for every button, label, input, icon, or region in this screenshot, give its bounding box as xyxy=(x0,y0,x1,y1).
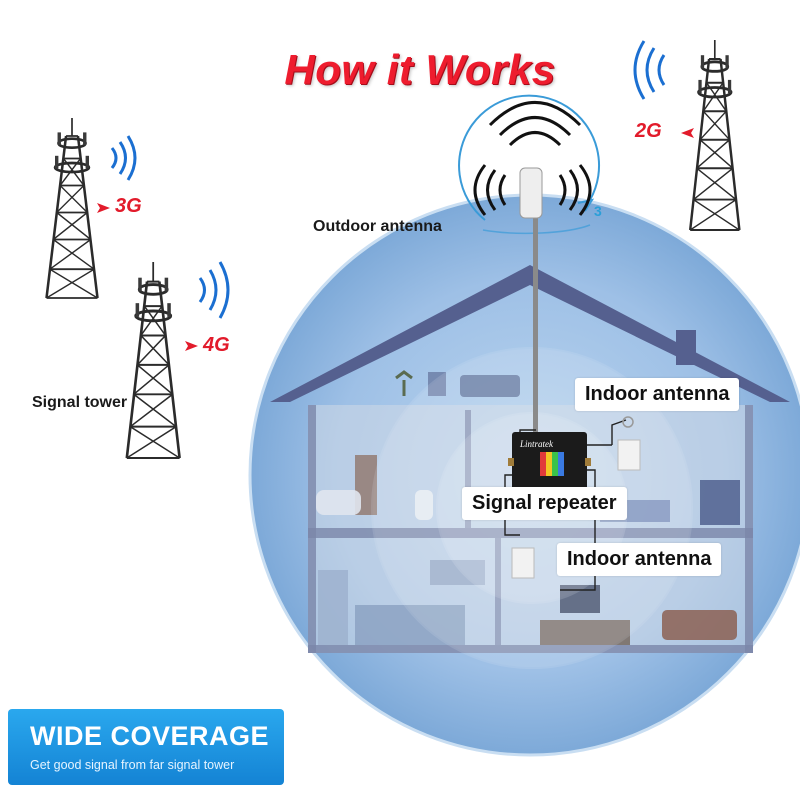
banner-title: WIDE COVERAGE xyxy=(30,721,270,751)
tower-2g-label: 2G xyxy=(635,120,662,142)
antenna-rotation-number: 3 xyxy=(594,203,602,219)
indoor-antenna-top-device xyxy=(617,416,641,471)
tower-2g xyxy=(688,38,741,232)
tower-4g xyxy=(125,260,182,460)
outdoor-antenna-illustration xyxy=(458,94,601,435)
tower-4g-label: 4G xyxy=(203,334,230,356)
page-title: How it Works xyxy=(284,46,556,93)
band-arrows xyxy=(97,128,694,351)
tower-3g-label: 3G xyxy=(115,195,142,217)
signal-repeater-device: Lintratek xyxy=(508,432,591,494)
tower-3g xyxy=(45,116,99,300)
signal-waves xyxy=(110,40,666,319)
repeater-brand: Lintratek xyxy=(519,439,554,449)
wide-coverage-banner: WIDE COVERAGE Get good signal from far s… xyxy=(8,709,284,785)
indoor-antenna-bottom-device xyxy=(511,547,535,579)
signal-repeater-label: Signal repeater xyxy=(462,487,627,520)
outdoor-antenna-label: Outdoor antenna xyxy=(313,218,442,235)
banner-subtitle: Get good signal from far signal tower xyxy=(30,758,235,772)
indoor-antenna-top-label: Indoor antenna xyxy=(575,378,740,411)
indoor-antenna-bottom-label: Indoor antenna xyxy=(557,543,722,576)
signal-tower-label: Signal tower xyxy=(32,394,128,411)
